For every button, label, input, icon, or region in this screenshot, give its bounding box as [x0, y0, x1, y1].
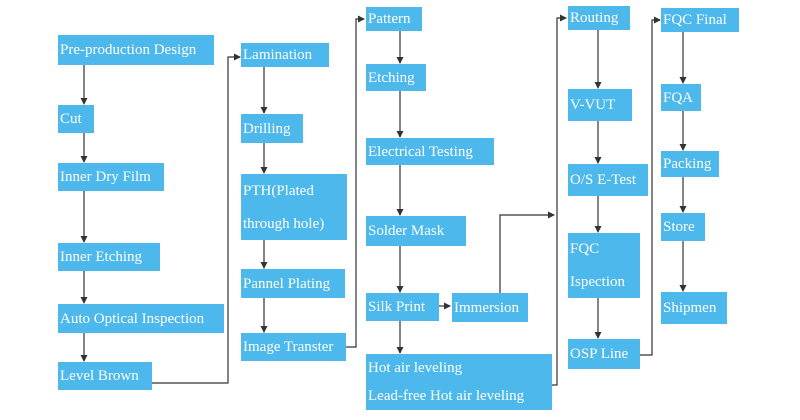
node-label: Inner Dry Film	[60, 169, 151, 185]
node-label: Level Brown	[60, 368, 139, 384]
connector-osp-line-to-fqc-final	[640, 16, 661, 356]
node-label-line1: FQC	[570, 241, 600, 258]
node-pannel-plating: Pannel Plating	[241, 269, 345, 298]
node-label: Drilling	[243, 120, 291, 137]
node-shipmen: Shipmen	[661, 292, 727, 324]
node-inner-dry-film: Inner Dry Film	[58, 163, 164, 191]
connector-hot-air-leveling-up	[552, 14, 567, 386]
node-drilling: Drilling	[241, 114, 303, 143]
node-label: FQC Final	[663, 12, 727, 28]
node-label: Auto Optical Inspection	[60, 310, 205, 327]
node-image-transter: Image Transter	[241, 333, 346, 361]
node-routing: Routing	[568, 6, 630, 30]
node-label: Pre-production Design	[60, 42, 197, 58]
node-etching: Etching	[366, 64, 426, 91]
node-label: FQA	[663, 89, 694, 106]
node-label-line1: PTH(Plated	[243, 182, 314, 199]
node-fqc-final: FQC Final	[661, 8, 739, 32]
node-packing: Packing	[661, 151, 719, 177]
node-label: V-VUT	[570, 97, 616, 113]
node-label: Etching	[368, 69, 415, 86]
node-label: Shipmen	[663, 300, 717, 316]
node-fqa: FQA	[661, 84, 701, 111]
node-level-brown: Level Brown	[58, 362, 152, 390]
node-v-vut: V-VUT	[568, 89, 632, 121]
node-label-line2: Ispection	[570, 273, 625, 290]
node-pth-plated-through-hole: PTH(Plated through hole)	[241, 174, 347, 240]
node-label: O/S E-Test	[570, 172, 637, 188]
node-hot-air-leveling: Hot air leveling Lead-free Hot air level…	[366, 354, 552, 410]
node-label: Routing	[570, 10, 619, 26]
node-pattern: Pattern	[366, 7, 422, 31]
node-label: Cut	[60, 111, 82, 127]
connector-level-brown-to-lamination	[152, 53, 241, 384]
node-label: Pannel Plating	[243, 275, 331, 292]
node-cut: Cut	[58, 105, 94, 133]
node-label: Store	[663, 219, 695, 235]
node-label: Immersion	[454, 299, 519, 316]
node-label-lead-free-hot-air-leveling: Lead-free Hot air leveling	[368, 388, 525, 404]
node-pre-production-design: Pre-production Design	[58, 35, 214, 65]
node-inner-etching: Inner Etching	[58, 243, 160, 271]
node-label: Pattern	[368, 11, 411, 27]
connector-image-transter-to-pattern	[346, 15, 365, 348]
node-label: Image Transter	[243, 339, 334, 355]
node-label: Lamination	[243, 47, 313, 63]
node-label: Packing	[663, 156, 712, 172]
node-immersion: Immersion	[452, 293, 528, 322]
node-label: Inner Etching	[60, 249, 143, 265]
node-label-line2: through hole)	[243, 215, 325, 232]
node-label: OSP Line	[570, 346, 629, 362]
node-label-hot-air-leveling: Hot air leveling	[368, 360, 463, 376]
node-os-e-test: O/S E-Test	[568, 164, 648, 196]
node-label: Solder Mask	[368, 223, 445, 239]
node-label: Electrical Testing	[368, 143, 473, 160]
node-label: Silk Print	[368, 299, 426, 315]
node-electrical-testing: Electrical Testing	[366, 138, 494, 165]
node-auto-optical-inspection: Auto Optical Inspection	[58, 304, 224, 333]
node-solder-mask: Solder Mask	[366, 216, 466, 246]
node-osp-line: OSP Line	[568, 339, 640, 369]
node-store: Store	[661, 213, 705, 241]
node-silk-print: Silk Print	[366, 293, 439, 321]
node-lamination: Lamination	[241, 43, 329, 67]
node-fqc-ispection: FQC Ispection	[568, 233, 640, 298]
